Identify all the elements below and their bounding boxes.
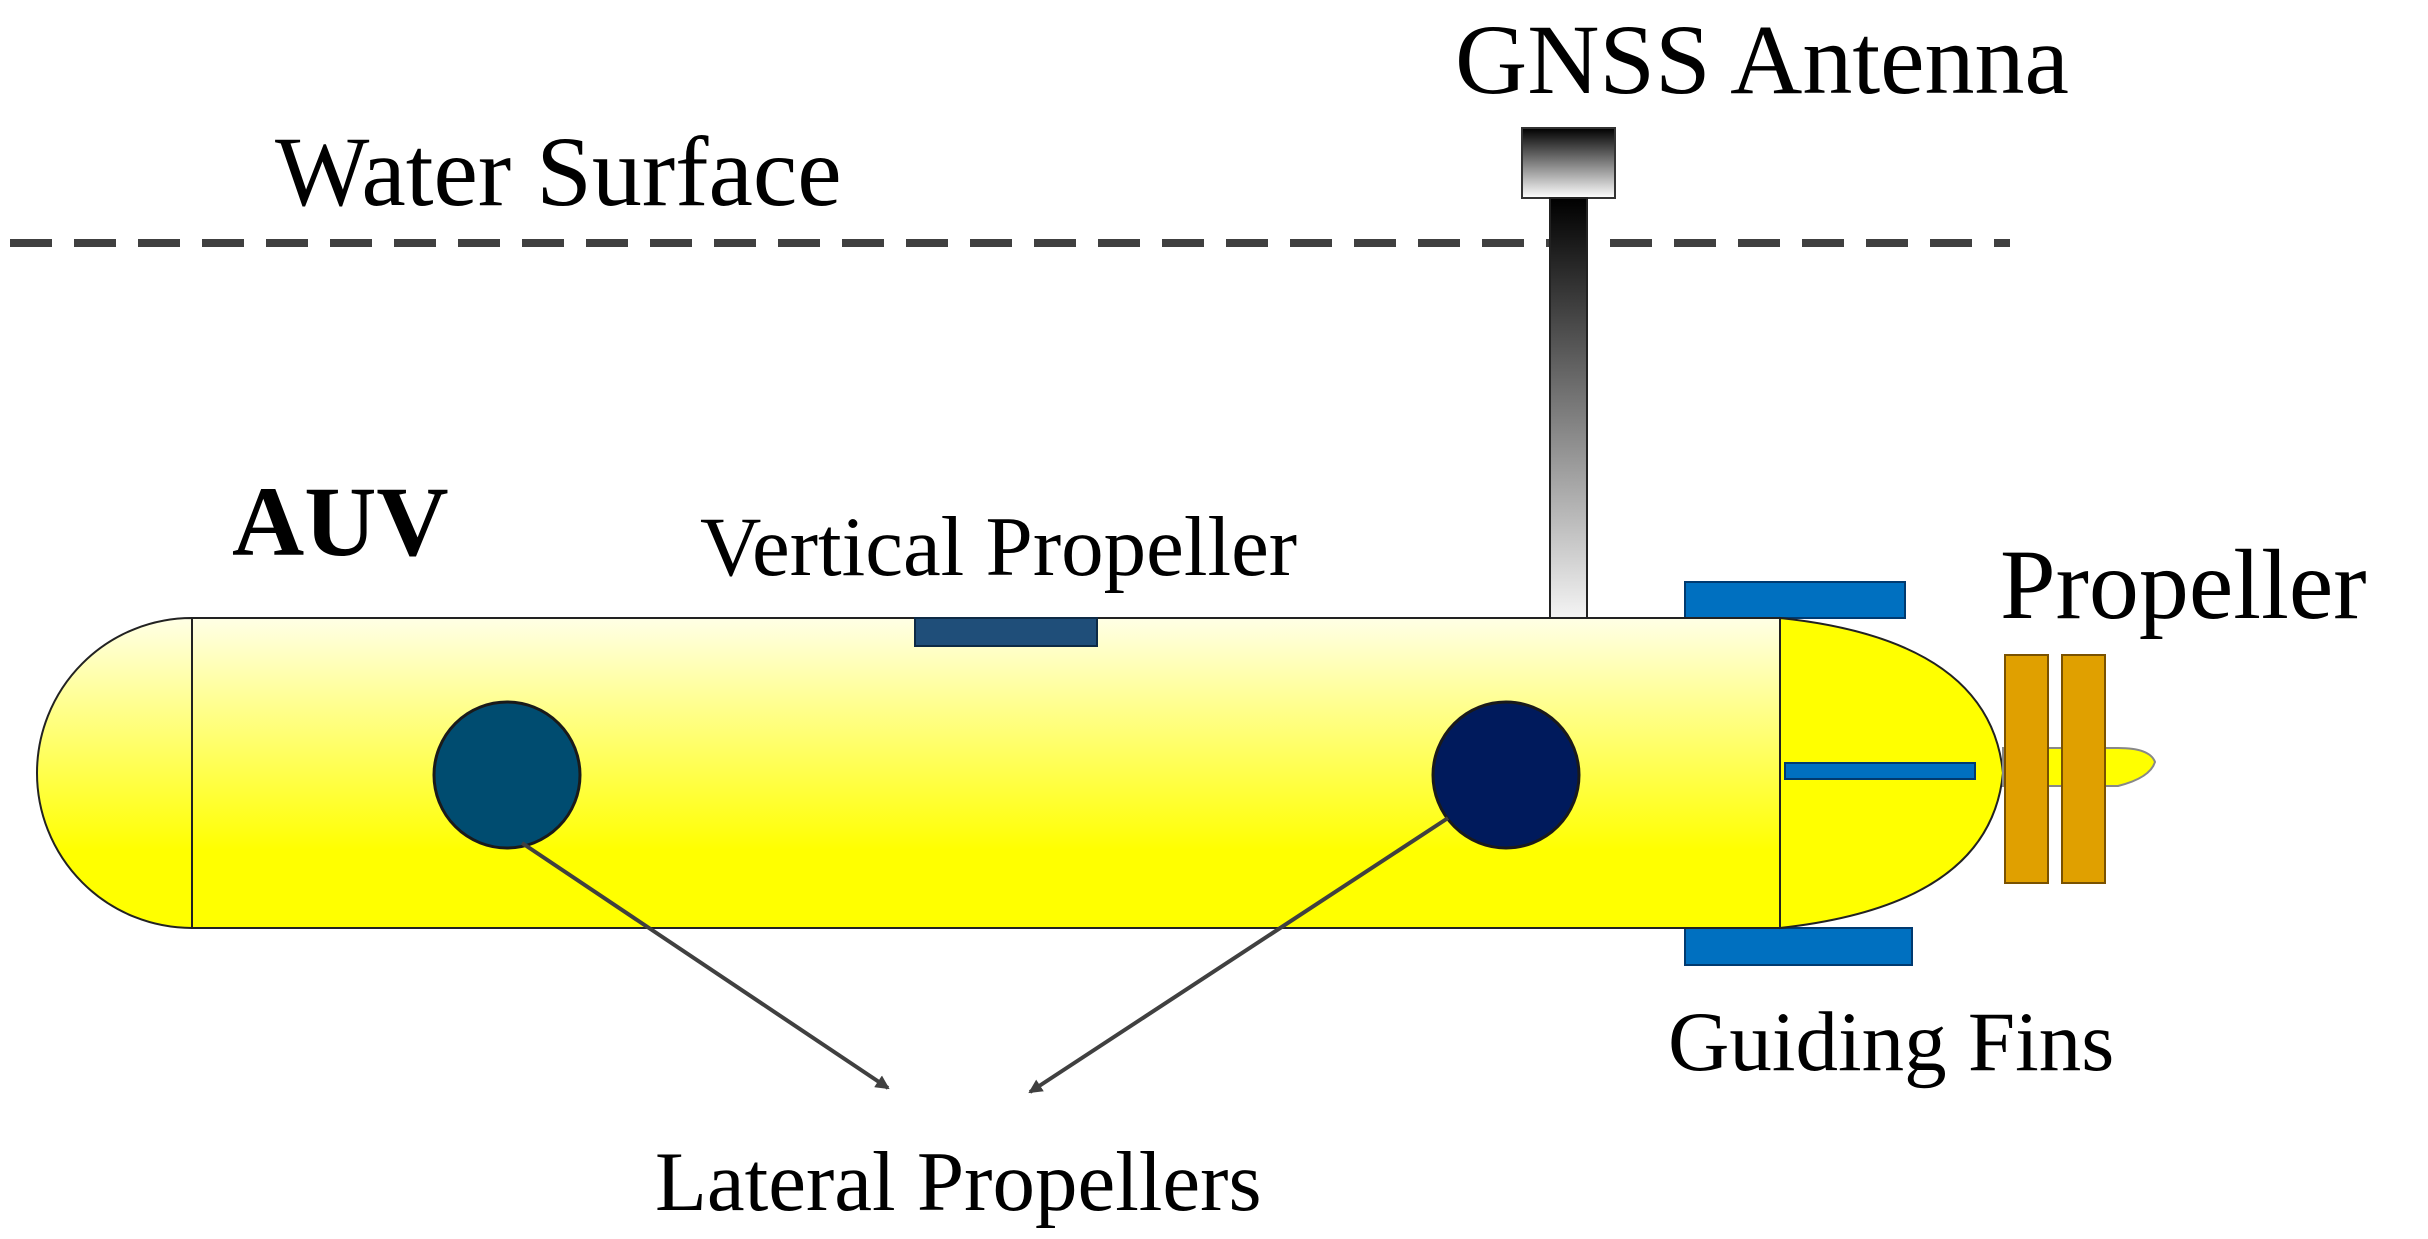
guiding-fin-middle bbox=[1784, 762, 1976, 780]
lateral-propellers-label: Lateral Propellers bbox=[655, 1135, 1262, 1229]
lateral-propeller-left bbox=[432, 700, 582, 850]
guiding-fin-bottom bbox=[1684, 927, 1913, 966]
antenna-mast bbox=[1549, 197, 1588, 619]
lateral-arrow-right bbox=[1028, 816, 1450, 1094]
gnss-antenna-icon bbox=[1521, 127, 1616, 199]
vertical-propeller bbox=[914, 617, 1098, 647]
auv-label: AUV bbox=[232, 466, 449, 577]
guiding-fins-label: Guiding Fins bbox=[1668, 995, 2114, 1089]
water-surface-label: Water Surface bbox=[275, 116, 842, 227]
auv-nose bbox=[36, 616, 193, 930]
gnss-antenna-label: GNSS Antenna bbox=[1455, 4, 2069, 115]
propeller-label: Propeller bbox=[2000, 529, 2367, 640]
propeller-blade-2 bbox=[2061, 654, 2106, 884]
lateral-arrow-left bbox=[520, 841, 890, 1090]
lateral-propeller-right bbox=[1431, 700, 1581, 850]
vertical-propeller-label: Vertical Propeller bbox=[700, 500, 1297, 594]
propeller-blade-1 bbox=[2004, 654, 2049, 884]
guiding-fin-top bbox=[1684, 581, 1906, 619]
